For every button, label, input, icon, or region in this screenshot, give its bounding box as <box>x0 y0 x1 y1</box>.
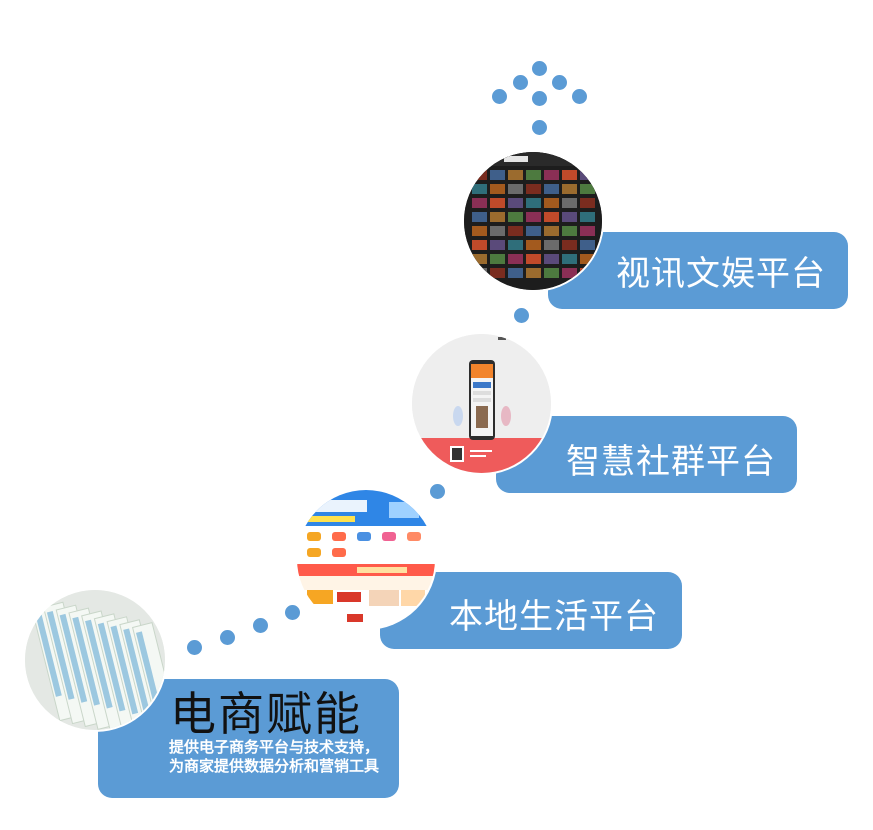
path-dot <box>285 605 300 620</box>
video-entertainment-grid-screenshot <box>464 152 602 290</box>
step-card-community: 智慧社群平台 <box>496 416 797 493</box>
step-title: 本地生活平台 <box>449 597 659 637</box>
arrow-dot <box>572 89 587 104</box>
arrow-dot <box>532 120 547 135</box>
arrow-dot <box>492 89 507 104</box>
path-dot <box>514 308 529 323</box>
step-title: 电商赋能 <box>170 687 362 741</box>
step-title: 视讯文娱平台 <box>616 254 826 294</box>
arrow-dot <box>532 91 547 106</box>
arrow-dot <box>513 75 528 90</box>
certificates-image <box>25 590 165 730</box>
path-dot <box>220 630 235 645</box>
step-title: 智慧社群平台 <box>566 442 776 482</box>
path-dot <box>430 484 445 499</box>
smart-community-app-screenshot <box>412 334 551 473</box>
path-dot <box>187 640 202 655</box>
community-app-image <box>412 334 551 473</box>
path-dot <box>253 618 268 633</box>
step-card-local-life: 本地生活平台 <box>380 572 682 649</box>
local-life-app-image <box>297 490 435 628</box>
video-grid-image <box>464 152 602 290</box>
step-card-video: 视讯文娱平台 <box>548 232 848 309</box>
certificates-photo <box>25 590 165 730</box>
arrow-dot <box>552 75 567 90</box>
local-life-app-screenshot <box>297 490 435 628</box>
step-description: 提供电子商务平台与技术支持，为商家提供数据分析和营销工具 <box>169 738 380 775</box>
arrow-dot <box>532 61 547 76</box>
